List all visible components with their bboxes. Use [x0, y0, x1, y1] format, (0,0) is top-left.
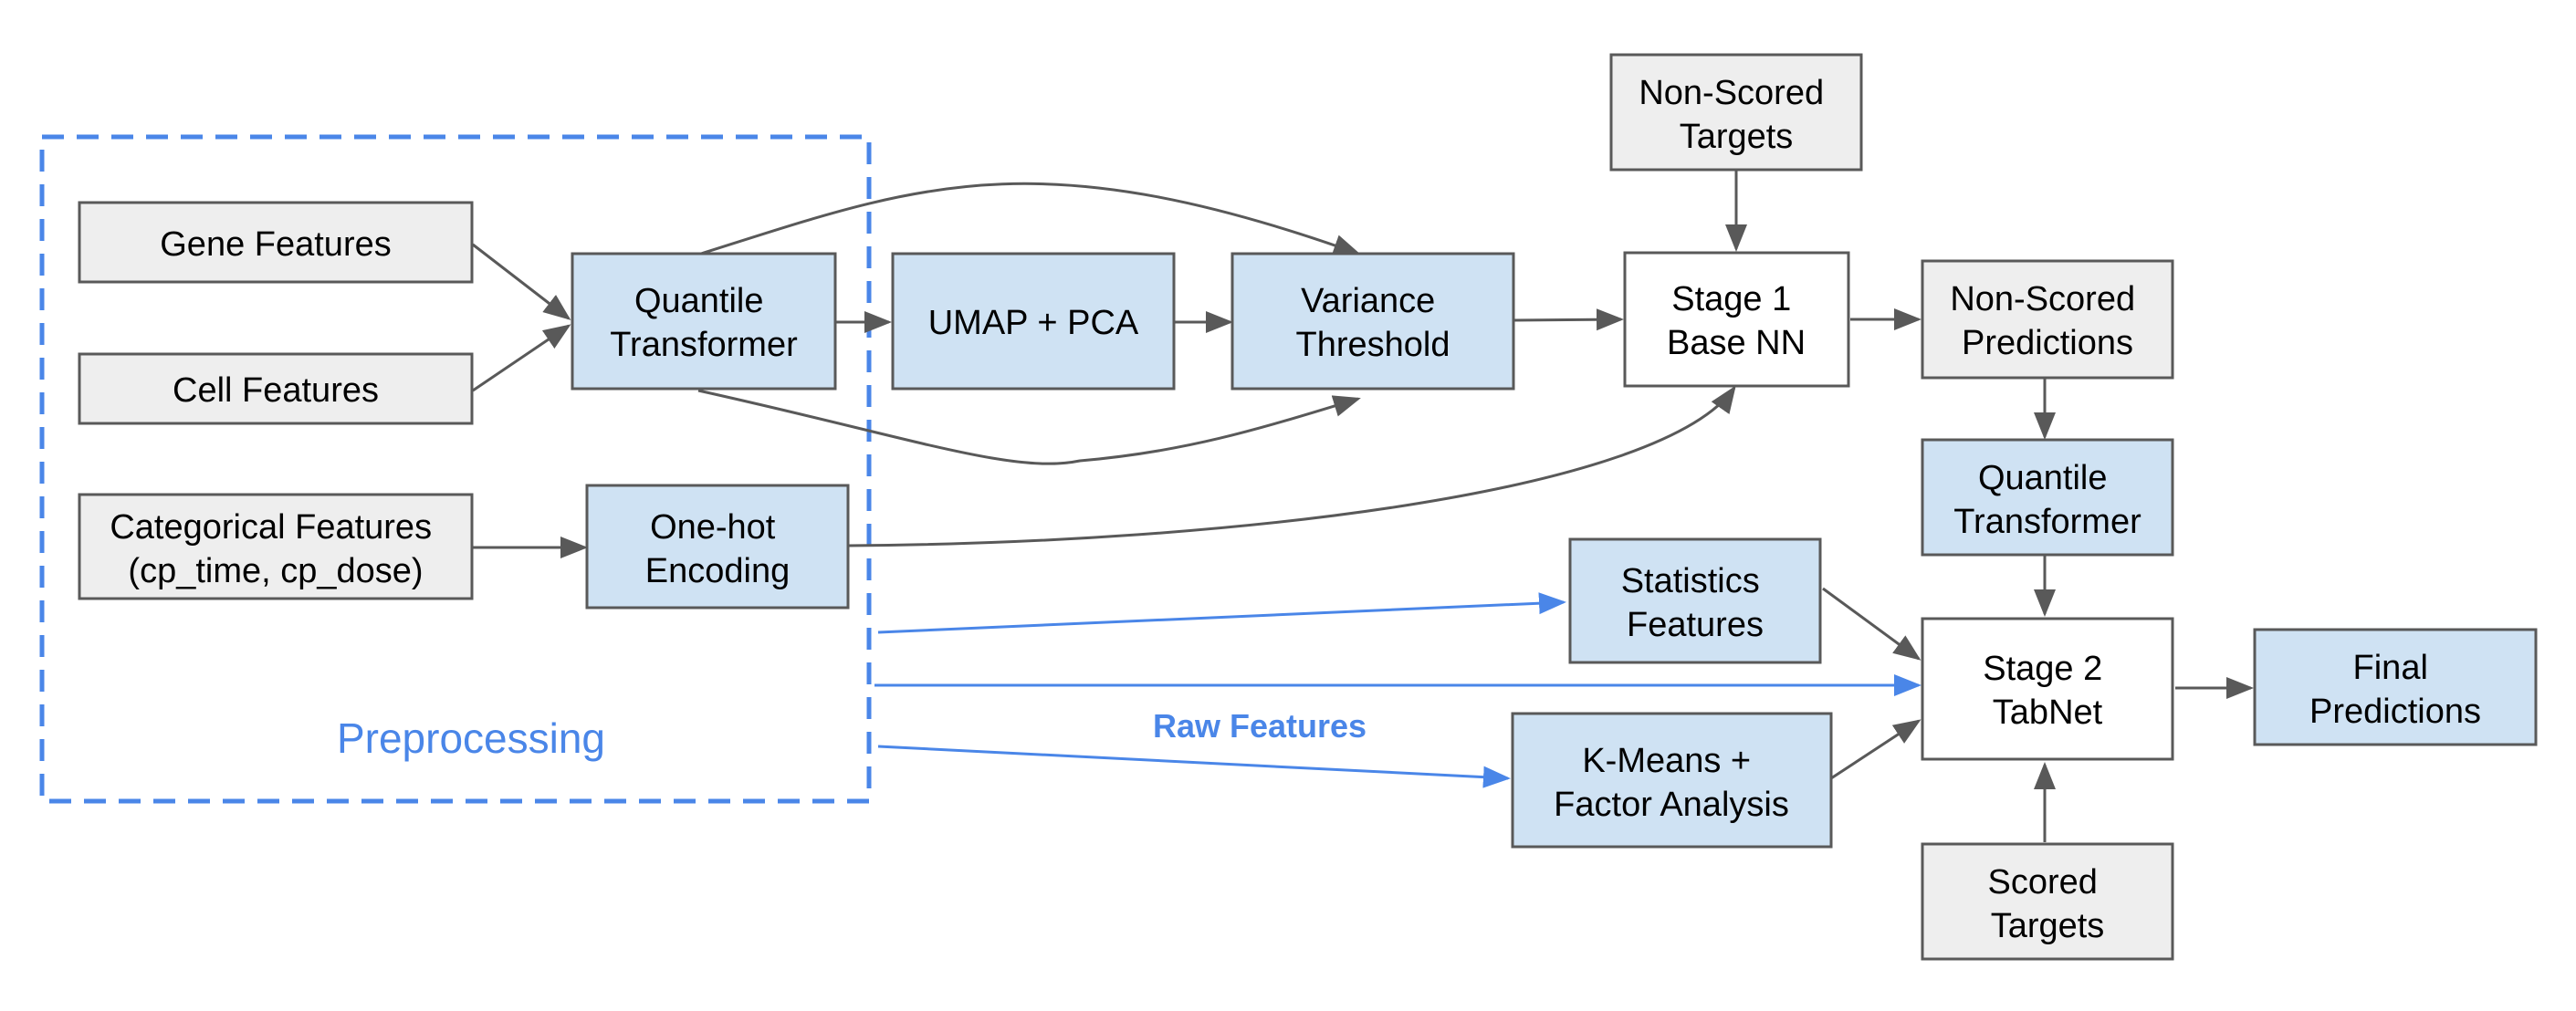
svg-text:Non-Scored Predictions: Non-Scored Predictions [1950, 280, 2144, 362]
node-umap-pca: UMAP + PCA [891, 252, 1176, 391]
node-quantile-transformer-1-line-1: Quantile [634, 282, 764, 320]
node-stage2-tabnet: Stage 2 TabNet [1921, 617, 2174, 761]
svg-text:K-Means + Factor Analysi: K-Means + Factor Analysis [1554, 742, 1789, 824]
node-non-scored-predictions-line-2: Predictions [1962, 324, 2133, 362]
node-scored-targets-line-1: Scored [1988, 863, 2098, 902]
edge-raw-to-kmeans [877, 745, 1511, 788]
node-gene-features-line-1: Gene Features [160, 225, 391, 264]
edge-cell-to-quantile [472, 324, 571, 392]
node-umap-pca-line-1: UMAP + PCA [928, 304, 1139, 342]
node-one-hot-encoding-line-2: Encoding [645, 552, 790, 590]
edge-quantile-to-variance-bottom [697, 389, 1361, 465]
svg-text:Cell Features: Cell Features [173, 371, 379, 410]
node-stage2-tabnet-line-1: Stage 2 [1983, 650, 2102, 688]
svg-text:Non-Scored Targets: Non-Scored Targets [1639, 74, 1833, 156]
node-kmeans-factor-analysis-line-1: K-Means + [1582, 742, 1751, 780]
node-scored-targets: Scored Targets [1921, 842, 2174, 961]
svg-text:Quantile Transformer: Quantile Transformer [1953, 459, 2141, 541]
node-scored-targets-line-2: Targets [1991, 907, 2105, 945]
node-statistics-features: Statistics Features [1568, 537, 1822, 664]
node-one-hot-encoding: One-hot Encoding [585, 484, 850, 610]
node-variance-threshold-line-1: Variance [1301, 282, 1435, 320]
preprocessing-label: Preprocessing [337, 714, 605, 762]
node-quantile-transformer-1-line-2: Transformer [610, 326, 798, 364]
edge-statistics-to-stage2 [1822, 587, 1922, 661]
edges-gray [472, 170, 2254, 842]
svg-text:UMAP + PCA: UMAP + PCA [928, 304, 1139, 342]
svg-text:Gene Features: Gene Features [160, 225, 391, 264]
edge-onehot-to-stage1 [847, 385, 1736, 547]
svg-text:Stage 2 TabNet: Stage 2 TabNet [1983, 650, 2112, 732]
edges-blue [874, 592, 1922, 788]
edge-variance-to-stage1 [1513, 308, 1624, 331]
node-cell-features: Cell Features [78, 352, 474, 425]
node-quantile-transformer-1: Quantile Transformer [571, 252, 837, 391]
svg-text:Final Predictions: Final Predictions [2309, 649, 2481, 731]
preprocessing-group [39, 134, 872, 804]
node-stage2-tabnet-line-2: TabNet [1993, 693, 2103, 732]
node-variance-threshold-line-2: Threshold [1296, 326, 1450, 364]
svg-text:Statistics Features: Statistics Features [1621, 562, 1770, 644]
node-final-predictions: Final Predictions [2253, 628, 2538, 746]
node-one-hot-encoding-line-1: One-hot [650, 508, 776, 547]
node-non-scored-targets-line-2: Targets [1680, 118, 1794, 156]
node-statistics-features-line-2: Features [1627, 606, 1764, 644]
edge-raw-to-statistics [877, 592, 1566, 634]
node-categorical-features-line-2: (cp_time, cp_dose) [128, 552, 423, 590]
node-non-scored-targets-line-1: Non-Scored [1639, 74, 1824, 112]
svg-text:Quantile Transformer: Quantile Transformer [610, 282, 798, 364]
node-cell-features-line-1: Cell Features [173, 371, 379, 410]
node-non-scored-predictions: Non-Scored Predictions [1921, 259, 2174, 380]
svg-text:One-hot Encoding: One-hot Encoding [645, 508, 790, 590]
node-quantile-transformer-2: Quantile Transformer [1921, 438, 2174, 557]
node-kmeans-factor-analysis: K-Means + Factor Analysis [1511, 712, 1833, 849]
node-non-scored-targets: Non-Scored Targets [1609, 53, 1863, 172]
node-kmeans-factor-analysis-line-2: Factor Analysis [1554, 786, 1789, 824]
node-variance-threshold: Variance Threshold [1230, 252, 1515, 391]
node-stage1-base-nn-line-1: Stage 1 [1671, 280, 1791, 318]
node-statistics-features-line-1: Statistics [1621, 562, 1760, 600]
edge-quantile-to-variance-top [700, 182, 1361, 256]
node-quantile-transformer-2-line-1: Quantile [1978, 459, 2108, 497]
node-final-predictions-line-2: Predictions [2309, 693, 2481, 731]
node-stage1-base-nn-line-2: Base NN [1667, 324, 1806, 362]
edge-gene-to-quantile [472, 243, 571, 320]
node-categorical-features-line-1: Categorical Features [110, 508, 432, 547]
node-quantile-transformer-2-line-2: Transformer [1953, 503, 2141, 541]
edge-kmeans-to-stage2 [1830, 719, 1922, 780]
node-non-scored-predictions-line-1: Non-Scored [1950, 280, 2135, 318]
node-gene-features: Gene Features [78, 201, 474, 284]
svg-text:Scored Targets: Scored Targets [1988, 863, 2108, 945]
node-stage1-base-nn: Stage 1 Base NN [1623, 251, 1850, 388]
svg-text:Categorical Features (cp: Categorical Features (cp_time, cp_dose) [110, 508, 441, 590]
node-categorical-features: Categorical Features (cp_time, cp_dose) [78, 493, 474, 600]
svg-text:Stage 1 Base NN: Stage 1 Base NN [1667, 280, 1806, 362]
raw-features-label: Raw Features [1153, 707, 1367, 745]
node-final-predictions-line-1: Final [2353, 649, 2428, 687]
svg-text:Variance Threshold: Variance Threshold [1296, 282, 1450, 364]
